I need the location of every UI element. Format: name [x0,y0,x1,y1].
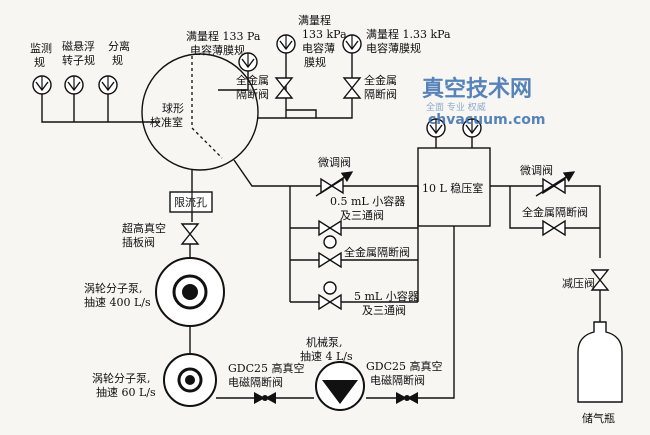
svg-text:规: 规 [34,55,45,69]
gdc-valve-left: GDC25 高真空 电磁隔断阀 [228,361,305,404]
svg-text:满量程 1.33 kPa: 满量程 1.33 kPa [366,28,451,41]
gauge-icon [238,52,258,72]
valve-icon [318,220,342,236]
svg-text:转子规: 转子规 [62,53,95,67]
svg-text:储气瓶: 储气瓶 [582,411,615,425]
metal-valve-mid: 全金属隔断阀 [318,245,410,268]
valve-icon [343,77,361,99]
svg-text:全金属: 全金属 [236,73,269,87]
valve-icon [181,223,199,245]
svg-text:全金属隔断阀: 全金属隔断阀 [522,205,588,219]
svg-text:微调阀: 微调阀 [520,163,553,177]
svg-text:5 mL 小容器: 5 mL 小容器 [354,289,419,303]
svg-text:满量程: 满量程 [298,14,331,27]
line-cdg-133pa [218,71,249,91]
svg-text:10 L 稳压室: 10 L 稳压室 [422,181,483,195]
svg-text:chvacuum.com: chvacuum.com [428,112,545,128]
svg-text:隔断阀: 隔断阀 [236,87,269,101]
svg-text:隔断阀: 隔断阀 [364,87,397,101]
svg-text:减压阀: 减压阀 [562,276,595,290]
chamber-divider [191,56,223,159]
right-manifold [490,185,601,258]
fine-valve-right: 微调阀 [520,163,576,197]
svg-text:膜规: 膜规 [304,55,326,69]
fine-valve-left: 微调阀 [315,155,354,197]
svg-text:分离: 分离 [108,39,130,53]
gas-cylinder: 储气瓶 [577,321,623,425]
limiting-orifice: 限流孔 [169,191,213,213]
svg-text:限流孔: 限流孔 [174,195,207,209]
svg-text:涡轮分子泵,: 涡轮分子泵, [84,281,143,295]
gauge-icon [342,34,362,54]
valve-icon [542,178,566,194]
watermark: 真空技术网 全面 专业 权威 chvacuum.com [422,76,545,128]
svg-text:全金属: 全金属 [364,73,397,87]
svg-text:及三通阀: 及三通阀 [362,303,406,317]
gauge-icon [32,75,52,95]
svg-text:微调阀: 微调阀 [318,155,351,169]
metal-valve-right: 全金属隔断阀 [522,205,588,236]
gauge-icon [98,75,118,95]
svg-text:插板阀: 插板阀 [122,235,155,249]
reducing-valve: 减压阀 [562,269,609,291]
gauge-icon [276,34,296,54]
uhv-gate-valve: 超高真空 插板阀 [122,221,199,249]
svg-text:监测: 监测 [30,42,52,55]
main-line [233,159,418,187]
gauge-manifold [41,94,160,123]
branch-manifold [289,186,419,303]
svg-text:满量程 133 Pa: 满量程 133 Pa [186,30,261,43]
small-vessel-05: 0.5 mL 小容器 及三通阀 [318,194,405,249]
svg-text:全面 专业 权威: 全面 专业 权威 [426,101,486,113]
valve-icon [318,252,342,268]
svg-text:GDC25 高真空: GDC25 高真空 [366,359,443,373]
small-vessel-5: 5 mL 小容器 及三通阀 [318,281,419,317]
separation-gauge: 分离 规 [98,39,130,95]
svg-text:电容薄膜规: 电容薄膜规 [190,43,245,57]
svg-text:电磁隔断阀: 电磁隔断阀 [228,375,283,389]
cdg-1-33kpa: 满量程 1.33 kPa 电容薄膜规 [342,28,451,55]
metal-valve-2: 全金属 隔断阀 [343,73,397,101]
svg-text:全金属隔断阀: 全金属隔断阀 [344,245,410,259]
svg-text:0.5 mL 小容器: 0.5 mL 小容器 [330,194,405,208]
spherical-chamber [141,53,259,171]
svg-text:抽速 60 L/s: 抽速 60 L/s [96,385,156,399]
svg-text:及三通阀: 及三通阀 [340,208,384,222]
svg-text:涡轮分子泵,: 涡轮分子泵, [92,371,151,385]
gdc-valve-right: GDC25 高真空 电磁隔断阀 [366,359,443,404]
svg-text:电磁隔断阀: 电磁隔断阀 [370,373,425,387]
valve-icon [318,294,342,310]
svg-text:规: 规 [112,53,123,67]
svg-text:电容薄: 电容薄 [302,41,335,55]
turbo-pump-60: 涡轮分子泵, 抽速 60 L/s [92,353,217,407]
cdg-133kpa: 满量程 133 kPa 电容薄 膜规 [276,14,347,69]
line-chamber-down [418,226,455,399]
gauge-icon [64,75,84,95]
svg-text:磁悬浮: 磁悬浮 [62,40,95,53]
valve-icon [275,77,293,99]
svg-text:超高真空: 超高真空 [122,221,166,235]
svg-text:机械泵,: 机械泵, [306,335,343,349]
cdg-133pa: 满量程 133 Pa 电容薄膜规 [186,30,261,72]
chamber-gauge-lines [435,137,473,148]
svg-text:真空技术网: 真空技术网 [422,76,532,102]
svg-text:133 kPa: 133 kPa [302,28,347,41]
monitor-gauge: 监测 规 [30,42,52,95]
turbo-pump-400: 涡轮分子泵, 抽速 400 L/s [84,257,225,327]
svg-text:球形: 球形 [162,101,184,115]
svg-text:GDC25 高真空: GDC25 高真空 [228,361,305,375]
svg-text:电容薄膜规: 电容薄膜规 [366,41,421,55]
metal-valve-1: 全金属 隔断阀 [236,73,293,101]
mechanical-pump: 机械泵, 抽速 4 L/s [300,335,365,411]
line-cdg-1-33kpa [316,53,353,119]
svg-text:抽速 400 L/s: 抽速 400 L/s [84,295,151,309]
valve-icon [542,220,566,236]
svg-text:抽速 4 L/s: 抽速 4 L/s [300,349,353,363]
svg-text:校准室: 校准室 [150,115,183,129]
spinning-rotor-gauge: 磁悬浮 转子规 [62,40,95,95]
